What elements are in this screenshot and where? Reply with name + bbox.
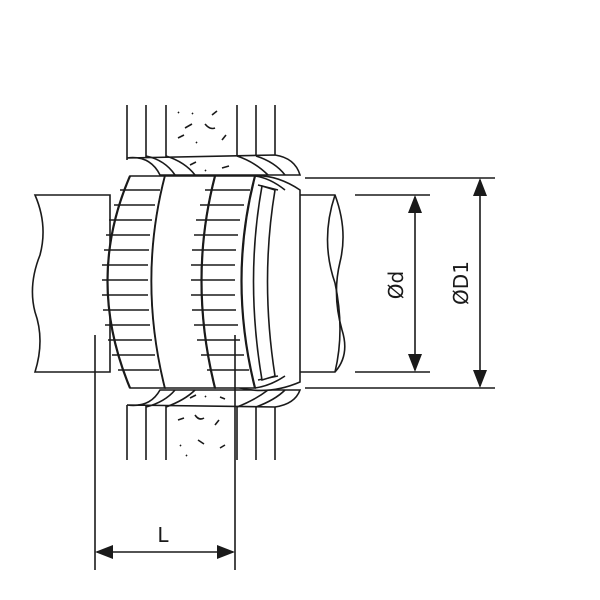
concrete-speckles [177, 110, 230, 457]
left-ring-segments [102, 189, 160, 371]
length-label: L [157, 523, 169, 547]
dimension-lines [94, 177, 495, 570]
fire-collar [102, 174, 301, 392]
inner-diameter-label: Ød [384, 271, 408, 299]
outer-diameter-label: ØD1 [449, 261, 473, 305]
wall [126, 105, 302, 460]
right-ring-segments [191, 189, 250, 371]
wall-concrete-top [166, 105, 237, 155]
